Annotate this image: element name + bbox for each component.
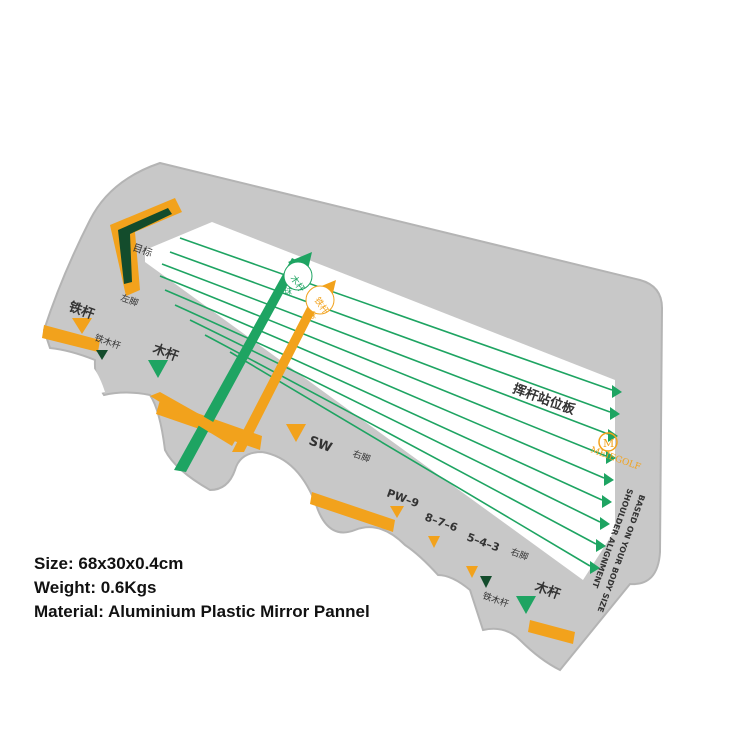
long-irons-marker — [466, 566, 478, 578]
brand-logo — [598, 432, 618, 452]
iron-aim-line — [150, 280, 336, 452]
sw-marker — [286, 424, 306, 442]
spec-weight: Weight: 0.6Kgs — [34, 578, 157, 597]
iron-arrow-sub: 球 — [308, 310, 316, 320]
spec-size: Size: 68x30x0.4cm — [34, 554, 184, 573]
iron-wood-marker-right — [480, 576, 492, 588]
alignment-lines — [159, 237, 613, 567]
wood-marker-right — [516, 596, 536, 614]
mid-irons-marker — [428, 536, 440, 548]
product-specs: Size: 68x30x0.4cm Weight: 0.6Kgs Materia… — [34, 552, 370, 624]
line-end-arrows — [590, 385, 622, 574]
spec-material: Material: Aluminium Plastic Mirror Panne… — [34, 602, 370, 621]
brand-logo-letter: M — [603, 437, 614, 450]
left-markers — [72, 318, 168, 378]
target-chevron — [110, 198, 182, 296]
pw-marker — [390, 506, 404, 518]
wood-arrow-sub: 球 — [284, 286, 292, 296]
board-scallops — [60, 356, 105, 394]
